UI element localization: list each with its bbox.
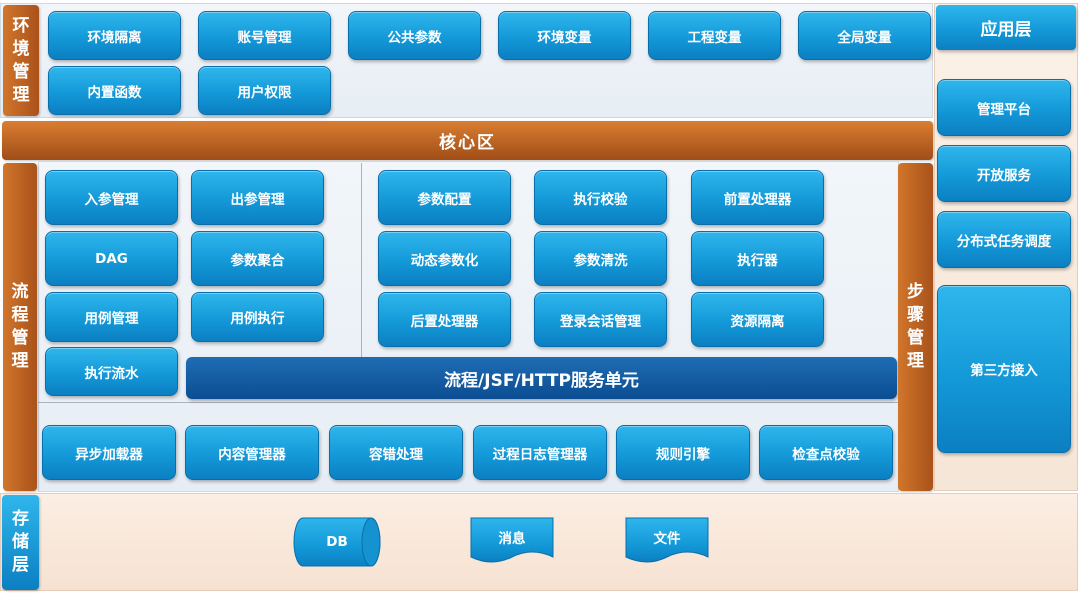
storage-label: 存储层 (2, 495, 39, 590)
flow-mgmt-label: 流程管理 (3, 163, 37, 491)
param-cleaning-button[interactable]: 参数清洗 (534, 231, 667, 286)
file-shape[interactable]: 文件 (625, 517, 709, 567)
post-processor-button[interactable]: 后置处理器 (378, 292, 511, 347)
service-unit-banner[interactable]: 流程/JSF/HTTP服务单元 (186, 357, 897, 399)
core-zone-bar: 核心区 (2, 121, 933, 160)
app-layer-title: 应用层 (936, 5, 1076, 50)
checkpoint-validation-button[interactable]: 检查点校验 (759, 425, 893, 480)
third-party-access-button[interactable]: 第三方接入 (937, 285, 1071, 453)
step-mgmt-label: 步骤管理 (898, 163, 933, 491)
rule-engine-button[interactable]: 规则引擎 (616, 425, 750, 480)
case-execution-button[interactable]: 用例执行 (191, 292, 324, 342)
process-log-manager-button[interactable]: 过程日志管理器 (473, 425, 607, 480)
env-variables-button[interactable]: 环境变量 (498, 11, 631, 60)
management-platform-button[interactable]: 管理平台 (937, 79, 1071, 136)
message-shape[interactable]: 消息 (470, 517, 554, 567)
project-variables-button[interactable]: 工程变量 (648, 11, 781, 60)
public-params-button[interactable]: 公共参数 (348, 11, 481, 60)
input-params-mgmt-button[interactable]: 入参管理 (45, 170, 178, 225)
output-params-mgmt-button[interactable]: 出参管理 (191, 170, 324, 225)
message-label: 消息 (498, 531, 526, 547)
executor-button[interactable]: 执行器 (691, 231, 824, 286)
content-manager-button[interactable]: 内容管理器 (185, 425, 319, 480)
user-permissions-button[interactable]: 用户权限 (198, 66, 331, 115)
resource-isolation-button[interactable]: 资源隔离 (691, 292, 824, 347)
file-doc-shape (625, 517, 709, 563)
builtin-functions-button[interactable]: 内置函数 (48, 66, 181, 115)
db-cylinder[interactable]: DB (293, 517, 381, 567)
execution-log-button[interactable]: 执行流水 (45, 347, 178, 396)
login-session-mgmt-button[interactable]: 登录会话管理 (534, 292, 667, 347)
fault-tolerance-button[interactable]: 容错处理 (329, 425, 463, 480)
global-variables-button[interactable]: 全局变量 (798, 11, 931, 60)
service-unit-label: 流程/JSF/HTTP服务单元 (444, 370, 639, 391)
db-label: DB (326, 534, 348, 550)
env-isolation-button[interactable]: 环境隔离 (48, 11, 181, 60)
dag-button[interactable]: DAG (45, 231, 178, 286)
env-mgmt-label: 环境管理 (3, 5, 39, 116)
db-cylinder-shape (293, 517, 381, 567)
message-doc-shape (470, 517, 554, 563)
async-loader-button[interactable]: 异步加载器 (42, 425, 176, 480)
dynamic-parameterization-button[interactable]: 动态参数化 (378, 231, 511, 286)
execution-check-button[interactable]: 执行校验 (534, 170, 667, 225)
pre-processor-button[interactable]: 前置处理器 (691, 170, 824, 225)
distributed-scheduling-button[interactable]: 分布式任务调度 (937, 211, 1071, 268)
open-service-button[interactable]: 开放服务 (937, 145, 1071, 202)
core-vertical-divider (361, 163, 362, 357)
file-label: 文件 (653, 531, 681, 547)
account-mgmt-button[interactable]: 账号管理 (198, 11, 331, 60)
core-zone-label: 核心区 (439, 133, 496, 153)
param-config-button[interactable]: 参数配置 (378, 170, 511, 225)
param-aggregation-button[interactable]: 参数聚合 (191, 231, 324, 286)
core-horizontal-divider (38, 402, 899, 403)
case-mgmt-button[interactable]: 用例管理 (45, 292, 178, 342)
